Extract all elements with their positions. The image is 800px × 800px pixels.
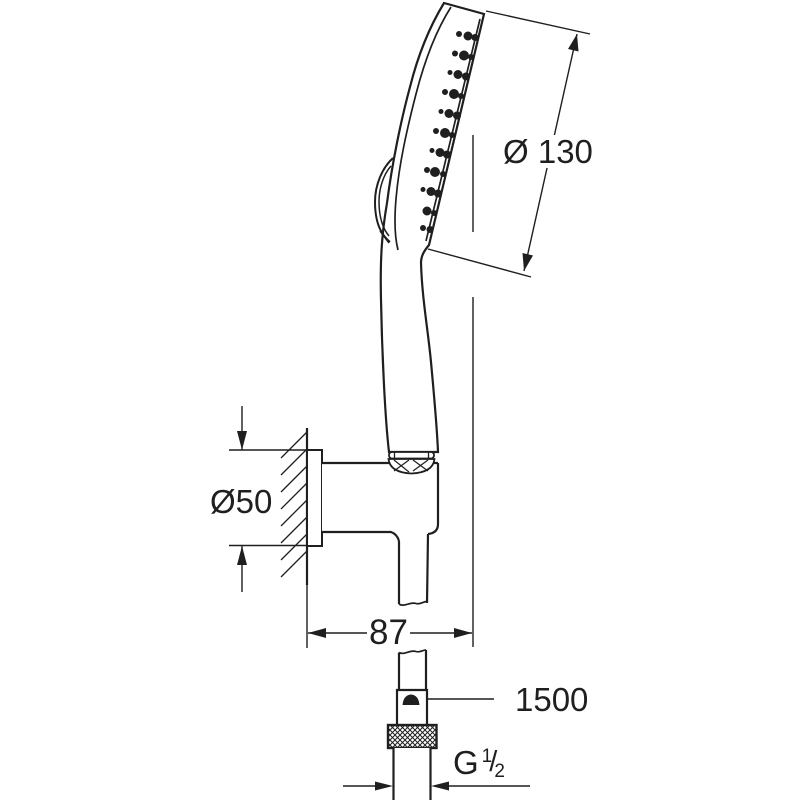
thread-numerator: 1 — [481, 746, 493, 767]
break-line — [398, 649, 427, 655]
spray-nozzles — [420, 31, 479, 233]
wall-hatching — [280, 431, 308, 578]
shower-holder — [322, 461, 440, 542]
dimension-label-wall-projection: 87 — [367, 613, 410, 652]
dimension-label-hose-length: 1500 — [513, 681, 591, 718]
hose-upper — [397, 533, 430, 606]
dimension-thread — [343, 781, 530, 791]
mode-button — [373, 157, 394, 244]
break-line — [398, 600, 428, 606]
knurled-collar — [387, 458, 436, 475]
arrowhead — [568, 34, 579, 52]
arrowhead — [237, 431, 247, 450]
wall-escutcheon — [306, 449, 323, 547]
arrowhead — [431, 781, 449, 791]
thread-slash: / — [489, 746, 498, 778]
arrowhead — [454, 628, 472, 638]
arrowhead — [522, 253, 533, 271]
handle-collar — [387, 451, 436, 475]
dimension-escutcheon-diameter — [229, 406, 307, 592]
dimension-wall-projection — [306, 135, 474, 648]
hose-lower — [386, 649, 438, 800]
connector-mark — [402, 694, 420, 705]
hand-shower — [373, 1, 486, 454]
union-nut — [386, 723, 438, 750]
thread-denominator: 2 — [494, 761, 505, 782]
mounting-wall — [280, 428, 309, 585]
arrowhead — [237, 546, 247, 565]
arrowhead — [308, 628, 326, 638]
dimension-label-escutcheon-diameter: Ø50 — [208, 483, 275, 520]
dimension-label-head-diameter: Ø 130 — [501, 133, 595, 170]
head-inner-rim — [394, 6, 452, 251]
arrowhead — [375, 781, 393, 791]
thread-letter: G — [453, 744, 479, 781]
